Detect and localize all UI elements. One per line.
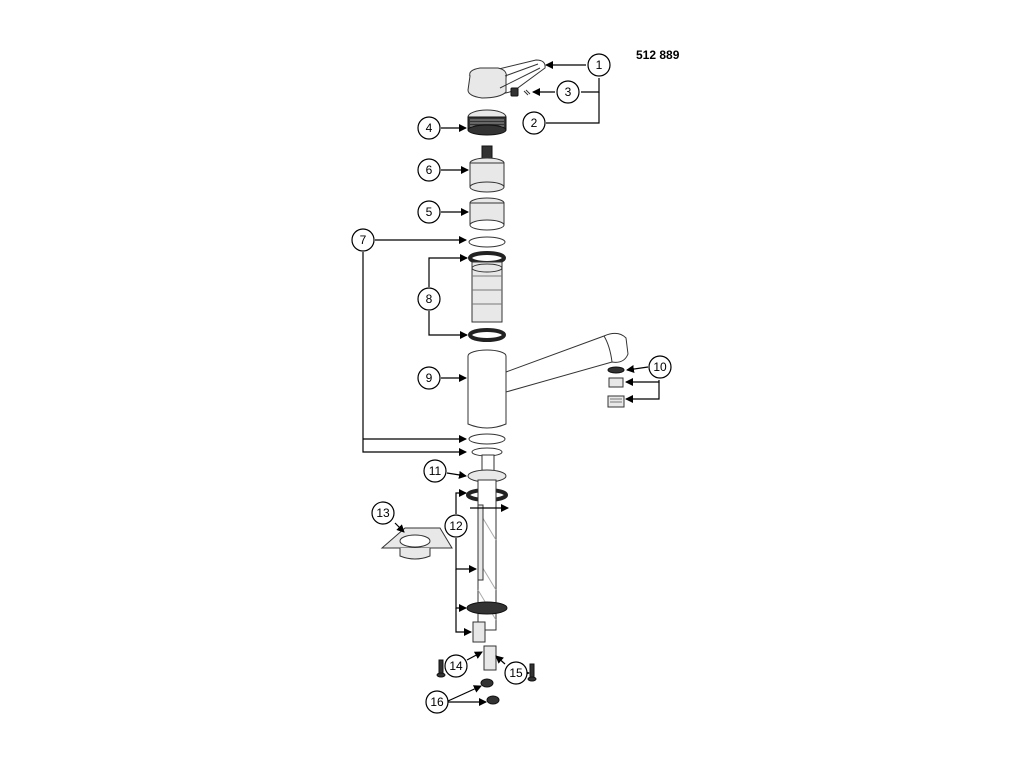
callout-1-label: 1 [596,58,603,72]
article-number: 512 889 [636,48,680,62]
callout-2: 2 [522,111,546,135]
callout-4: 4 [417,116,441,140]
callout-15: 15 [504,661,528,685]
callout-16: 16 [425,690,449,714]
callout-6-label: 6 [426,163,433,177]
callout-15-label: 15 [509,666,523,680]
callout-13-label: 13 [376,506,390,520]
part-o-ring-lower [468,433,506,457]
callout-5-label: 5 [426,205,433,219]
callout-4-label: 4 [426,121,433,135]
part-base-plate [380,527,453,560]
callout-7-label: 7 [360,233,367,247]
callout-6: 6 [417,158,441,182]
callout-10-label: 10 [653,360,667,374]
callout-12: 12 [444,514,468,538]
callout-10: 10 [648,355,672,379]
part-aerator-set [607,366,625,408]
part-handle-lever [467,59,546,99]
callout-11-label: 11 [429,464,442,478]
callout-1: 1 [587,53,611,77]
callout-5: 5 [417,200,441,224]
part-o-ring-upper [468,236,506,248]
callout-2-label: 2 [531,116,538,130]
callout-16-label: 16 [430,695,444,709]
part-grub-screw [510,87,519,97]
callout-7: 7 [351,228,375,252]
part-screw-cap [523,89,531,96]
callout-3: 3 [556,80,580,104]
callout-14-label: 14 [449,659,463,673]
callout-8: 8 [417,287,441,311]
callout-9-label: 9 [426,371,433,385]
callout-8-label: 8 [426,292,433,306]
part-cartridge [469,145,505,193]
part-faucet-body [467,332,629,429]
callout-11: 11 [423,459,447,483]
part-sleeve [469,197,505,231]
callout-9: 9 [417,366,441,390]
part-threaded-rods [466,479,508,643]
callout-13: 13 [371,501,395,525]
callout-14: 14 [444,654,468,678]
callout-3-label: 3 [565,85,572,99]
part-supply-fittings [436,645,537,705]
part-threaded-cap [467,109,507,136]
part-valve-body [468,251,506,342]
callout-12-label: 12 [449,519,463,533]
